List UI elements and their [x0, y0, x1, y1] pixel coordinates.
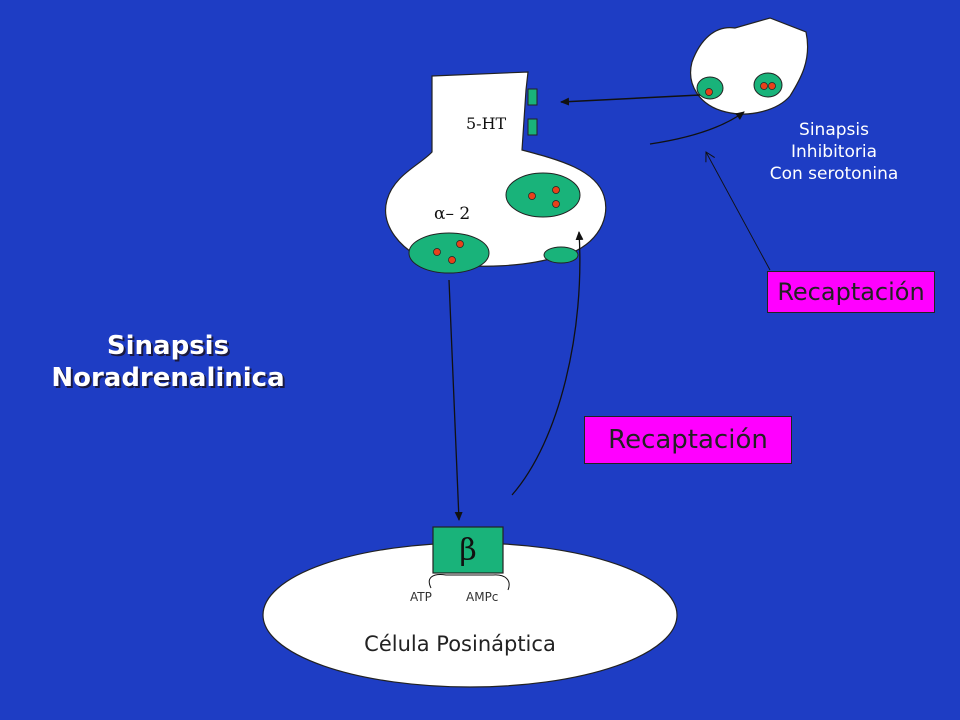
label-inhibitory-line3: Con serotonina: [769, 164, 899, 184]
inhibitory-terminal: [690, 17, 809, 115]
presynaptic-terminal: [385, 71, 607, 267]
label-inhibitory-line2: Inhibitoria: [791, 142, 877, 162]
vesicle-serotonin-left: [696, 76, 724, 100]
label-beta: β: [459, 533, 477, 568]
arrow-upper-reuptake: [705, 151, 771, 271]
serotonin-molecule: [768, 82, 776, 90]
receptor-5ht-lower: [527, 118, 538, 136]
reuptake-box-upper: Recaptación: [767, 271, 935, 313]
label-inhibitory-synapse: Sinapsis Inhibitoria Con serotonina: [744, 119, 924, 185]
label-noradrenergic-synapse: Sinapsis Noradrenalinica: [48, 330, 288, 394]
label-atp: ATP: [410, 590, 432, 604]
noradrenaline-molecule: [433, 248, 441, 256]
arrow-serotonin-to-receptor: [560, 94, 701, 106]
atp-ampc-arc: [428, 574, 510, 591]
label-inhibitory-line1: Sinapsis: [799, 120, 869, 140]
reuptake-box-lower: Recaptación: [584, 416, 792, 464]
label-noradrenergic-line1: Sinapsis: [106, 331, 230, 361]
noradrenaline-molecule: [456, 240, 464, 248]
label-postsynaptic-cell: Célula Posináptica: [364, 632, 556, 656]
arrow-release-to-beta: [448, 279, 463, 521]
receptor-5ht-upper: [527, 88, 538, 106]
label-5ht: 5-HT: [466, 114, 507, 133]
serotonin-molecule: [760, 82, 768, 90]
noradrenaline-molecule: [552, 186, 560, 194]
label-ampc: AMPc: [466, 590, 499, 604]
arrow-noradrenaline-reuptake: [511, 231, 584, 496]
label-noradrenergic-line2: Noradrenalinica: [51, 363, 285, 393]
label-alpha2: α– 2: [434, 204, 471, 224]
reuptake-transporter: [543, 246, 579, 264]
vesicle-serotonin-right: [753, 72, 783, 98]
vesicle-noradrenaline-lower: [408, 232, 490, 274]
arrow-serotonin-reuptake: [649, 111, 745, 145]
beta-receptor: [432, 526, 504, 574]
serotonin-molecule: [705, 88, 713, 96]
noradrenaline-molecule: [448, 256, 456, 264]
noradrenaline-molecule: [528, 192, 536, 200]
vesicle-noradrenaline-upper: [505, 172, 581, 218]
noradrenaline-molecule: [552, 200, 560, 208]
